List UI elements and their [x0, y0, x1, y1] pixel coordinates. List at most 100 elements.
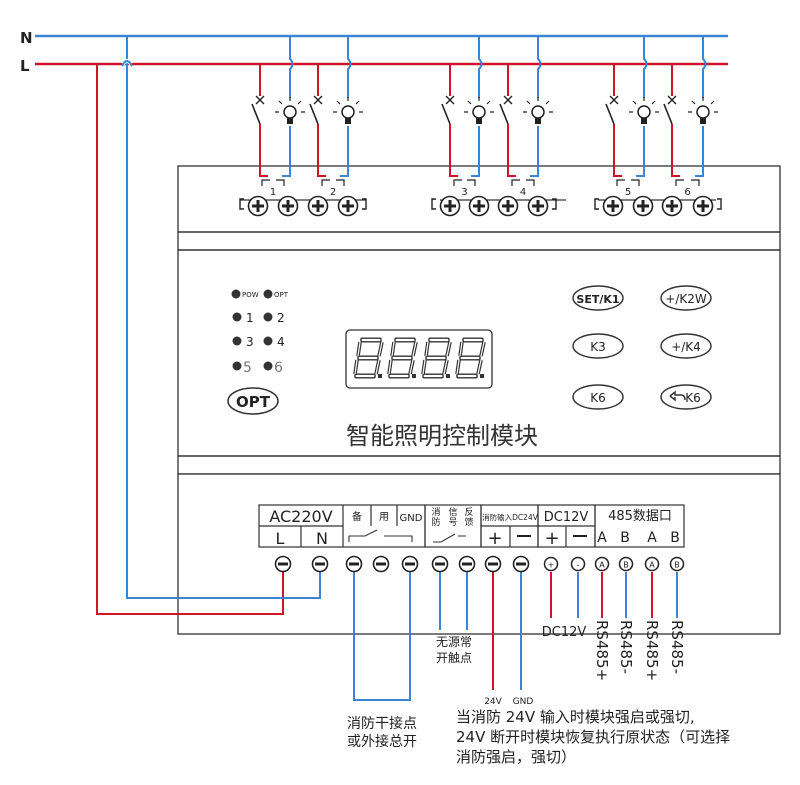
k2w-label: +/K2W — [665, 292, 707, 306]
screw-terminal-icon — [512, 555, 530, 573]
relay-number-label: 3 — [461, 187, 467, 198]
relay-number-label: 4 — [520, 187, 526, 198]
gnd-header-label: GND — [400, 513, 423, 524]
small-terminal-icon: A — [594, 556, 610, 572]
bottom-terminals: + - A B A B — [274, 555, 685, 573]
rs485-a1-annotation: RS485+ — [593, 620, 611, 681]
rs-b1-label: B — [620, 530, 630, 546]
screw-terminal-icon — [692, 195, 714, 217]
module-title: 智能照明控制模块 — [346, 422, 538, 450]
switch-icon — [309, 95, 323, 125]
k4-button[interactable]: +/K4 — [660, 333, 712, 359]
k3-label: K3 — [590, 340, 606, 354]
led-3-label: 3 — [246, 335, 254, 349]
screw-terminal-icon — [337, 195, 359, 217]
lamp-icon — [333, 97, 363, 124]
screw-terminal-icon — [661, 195, 683, 217]
set-k1-label: SET/K1 — [576, 293, 619, 306]
fire-input-label: 消防输入DC24V — [482, 512, 539, 522]
l-bus-label: L — [20, 57, 30, 75]
fire-plus-label: + — [487, 528, 502, 549]
lamp-icon — [464, 97, 494, 124]
feedback-char-5: 反 — [464, 507, 473, 518]
relay-number-label: 2 — [330, 187, 336, 198]
switch-icon — [499, 95, 513, 125]
screw-terminal-icon — [431, 555, 449, 573]
opt-led-icon — [263, 289, 273, 299]
relay-number-label: 6 — [684, 187, 690, 198]
small-terminal-icon: B — [669, 556, 685, 572]
svg-text:B: B — [623, 561, 629, 570]
feedback-char-1: 消 — [431, 506, 440, 518]
led-6-label: 6 — [274, 360, 283, 376]
back-k6-button[interactable]: K6 — [660, 384, 712, 410]
note-line-1: 当消防 24V 输入时模块强启或强切, — [456, 708, 695, 726]
relay-number-label: 1 — [270, 187, 276, 198]
seven-segment-display: 8.8.8.8. — [345, 329, 493, 403]
fire-dry-line-1: 消防干接点 — [347, 715, 417, 732]
dry-contact-line-1: 无源常 — [436, 635, 472, 649]
set-k1-button[interactable]: SET/K1 — [572, 285, 624, 311]
k6-button[interactable]: K6 — [572, 384, 624, 410]
pow-label: POW — [242, 291, 259, 299]
bottom-wires — [353, 572, 678, 701]
screw-terminal-icon — [602, 195, 624, 217]
opt-button[interactable]: OPT — [227, 387, 279, 415]
small-terminal-icon: - — [570, 556, 586, 572]
digit-1 — [353, 337, 384, 379]
svg-text:A: A — [599, 561, 605, 570]
rs-a1-label: A — [597, 530, 607, 546]
load-circuit-4 — [499, 36, 553, 177]
dc12v-header-label: DC12V — [544, 510, 589, 525]
k2w-button[interactable]: +/K2W — [660, 285, 712, 311]
screw-terminal-icon — [527, 195, 549, 217]
svg-text:+: + — [548, 561, 555, 570]
led-5-label: 5 — [243, 360, 252, 376]
back-arrow-icon — [669, 390, 686, 402]
dc-minus-label — [573, 535, 587, 537]
led-1-label: 1 — [246, 311, 254, 325]
switch-icon — [441, 95, 455, 125]
feedback-char-6: 馈 — [464, 516, 473, 528]
dc-plus-label: + — [544, 528, 559, 549]
screw-terminal-icon — [345, 555, 363, 573]
led-3-icon — [232, 336, 242, 346]
screw-terminal-icon — [277, 195, 299, 217]
digit-4 — [455, 337, 486, 379]
screw-terminal-icon — [484, 555, 502, 573]
lamp-icon — [523, 97, 553, 124]
k3-button[interactable]: K3 — [572, 333, 624, 359]
screw-terminal-icon — [468, 195, 490, 217]
feedback-char-2: 防 — [431, 516, 440, 528]
small-terminal-icon: B — [618, 556, 634, 572]
lamp-icon — [688, 97, 718, 124]
svg-text:-: - — [577, 561, 580, 570]
rs485-header-label: 485数据口 — [608, 509, 672, 524]
dc12v-annotation: DC12V — [542, 625, 587, 640]
bottom-terminal-header — [258, 504, 685, 548]
fire-minus-label — [517, 535, 531, 537]
n-bus-label: N — [20, 29, 33, 47]
load-circuit-2 — [309, 36, 363, 177]
screw-terminal-icon — [372, 555, 390, 573]
screw-terminal-icon — [247, 195, 269, 217]
dry-contact-line-2: 开触点 — [436, 651, 472, 665]
svg-text:A: A — [649, 561, 655, 570]
switch-icon — [605, 95, 619, 125]
k4-label: +/K4 — [671, 340, 701, 354]
rs485-b2-annotation: RS485- — [668, 620, 686, 674]
led-1-icon — [232, 312, 242, 322]
feedback-char-4: 号 — [448, 517, 457, 528]
screw-terminal-icon — [311, 555, 329, 573]
note-line-3: 消防强启，强切） — [456, 748, 576, 766]
digit-3 — [421, 337, 452, 379]
screw-terminal-icon — [439, 195, 461, 217]
feedback-char-3: 信 — [448, 506, 457, 518]
led-6-icon — [263, 361, 273, 371]
led-2-icon — [263, 312, 273, 322]
fire-dry-line-2: 或外接总开 — [347, 733, 417, 750]
